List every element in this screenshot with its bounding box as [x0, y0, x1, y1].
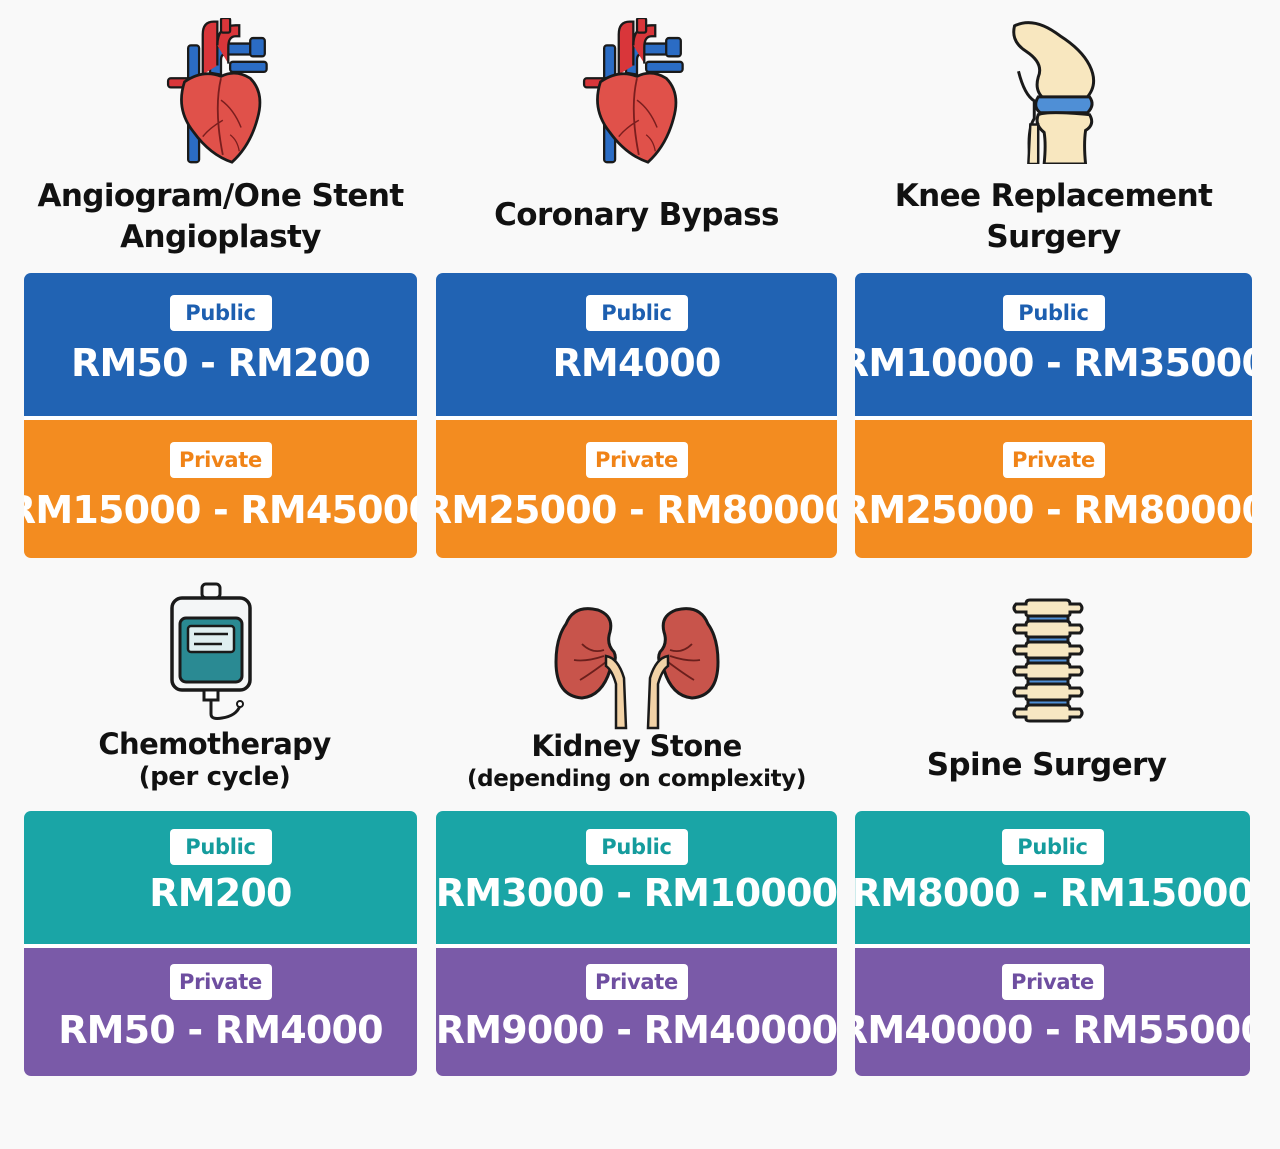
private-price-row: Private RM9000 - RM40000 — [436, 943, 837, 1076]
public-price-row: Public RM50 - RM200 — [24, 273, 417, 416]
public-price-row: Public RM8000 - RM15000 — [855, 811, 1250, 944]
iv-bag-icon — [4, 582, 417, 722]
private-badge: Private — [585, 963, 688, 1000]
price-box: Public RM3000 - RM10000 Private RM9000 -… — [436, 811, 837, 1076]
private-price: RM15000 - RM45000 — [24, 487, 417, 532]
public-price: RM10000 - RM35000 — [855, 341, 1252, 385]
procedure-card-coronary-bypass: Coronary Bypass Public RM4000 Private RM… — [436, 0, 837, 560]
private-price-row: Private RM50 - RM4000 — [24, 943, 417, 1076]
kidney-icon — [436, 600, 837, 730]
private-price-row: Private RM15000 - RM45000 — [24, 415, 417, 558]
public-price-row: Public RM10000 - RM35000 — [855, 273, 1252, 416]
procedure-card-chemotherapy: Chemotherapy (per cycle) Public RM200 Pr… — [24, 580, 417, 1080]
public-badge: Public — [169, 829, 272, 865]
public-badge: Public — [1001, 829, 1104, 865]
private-price: RM40000 - RM55000 — [855, 1007, 1250, 1052]
procedure-card-spine-surgery: Spine Surgery Public RM8000 - RM15000 Pr… — [855, 580, 1250, 1080]
private-badge: Private — [585, 441, 688, 478]
public-price: RM4000 — [552, 341, 721, 385]
public-price-row: Public RM3000 - RM10000 — [436, 811, 837, 944]
private-badge: Private — [1001, 963, 1104, 1000]
procedure-title: Angiogram/One Stent Angioplasty — [37, 178, 404, 255]
price-box: Public RM8000 - RM15000 Private RM40000 … — [855, 811, 1250, 1076]
public-price: RM200 — [149, 871, 292, 915]
procedure-title: Kidney Stone (depending on complexity) — [467, 729, 806, 792]
private-price: RM50 - RM4000 — [58, 1007, 383, 1052]
procedure-title: Spine Surgery — [926, 747, 1167, 783]
private-price: RM25000 - RM80000 — [855, 487, 1252, 532]
public-price-row: Public RM4000 — [436, 273, 837, 416]
private-price-row: Private RM25000 - RM80000 — [855, 415, 1252, 558]
procedure-card-kidney-stone: Kidney Stone (depending on complexity) P… — [436, 580, 837, 1080]
heart-icon — [436, 18, 837, 164]
public-price: RM50 - RM200 — [71, 341, 371, 385]
private-price: RM9000 - RM40000 — [436, 1007, 837, 1052]
public-badge: Public — [585, 829, 688, 865]
procedure-title: Chemotherapy (per cycle) — [98, 727, 331, 792]
price-box: Public RM200 Private RM50 - RM4000 — [24, 811, 417, 1076]
price-box: Public RM4000 Private RM25000 - RM80000 — [436, 273, 837, 558]
public-price: RM3000 - RM10000 — [436, 871, 837, 915]
public-badge: Public — [1002, 295, 1105, 331]
private-badge: Private — [1002, 441, 1105, 478]
private-price-row: Private RM40000 - RM55000 — [855, 943, 1250, 1076]
spine-icon — [845, 594, 1250, 734]
procedure-title: Knee Replacement Surgery — [894, 178, 1213, 255]
price-box: Public RM50 - RM200 Private RM15000 - RM… — [24, 273, 417, 558]
private-price-row: Private RM25000 - RM80000 — [436, 415, 837, 558]
private-badge: Private — [169, 441, 272, 478]
heart-icon — [24, 18, 417, 164]
procedure-card-angiogram: Angiogram/One Stent Angioplasty Public R… — [24, 0, 417, 560]
private-badge: Private — [169, 963, 272, 1000]
public-price: RM8000 - RM15000 — [855, 871, 1250, 915]
price-box: Public RM10000 - RM35000 Private RM25000… — [855, 273, 1252, 558]
public-badge: Public — [169, 295, 272, 331]
procedure-card-knee-replacement: Knee Replacement Surgery Public RM10000 … — [855, 0, 1252, 560]
public-badge: Public — [585, 295, 688, 331]
procedure-title: Coronary Bypass — [494, 197, 779, 233]
public-price-row: Public RM200 — [24, 811, 417, 944]
knee-icon — [855, 16, 1252, 164]
private-price: RM25000 - RM80000 — [436, 487, 837, 532]
